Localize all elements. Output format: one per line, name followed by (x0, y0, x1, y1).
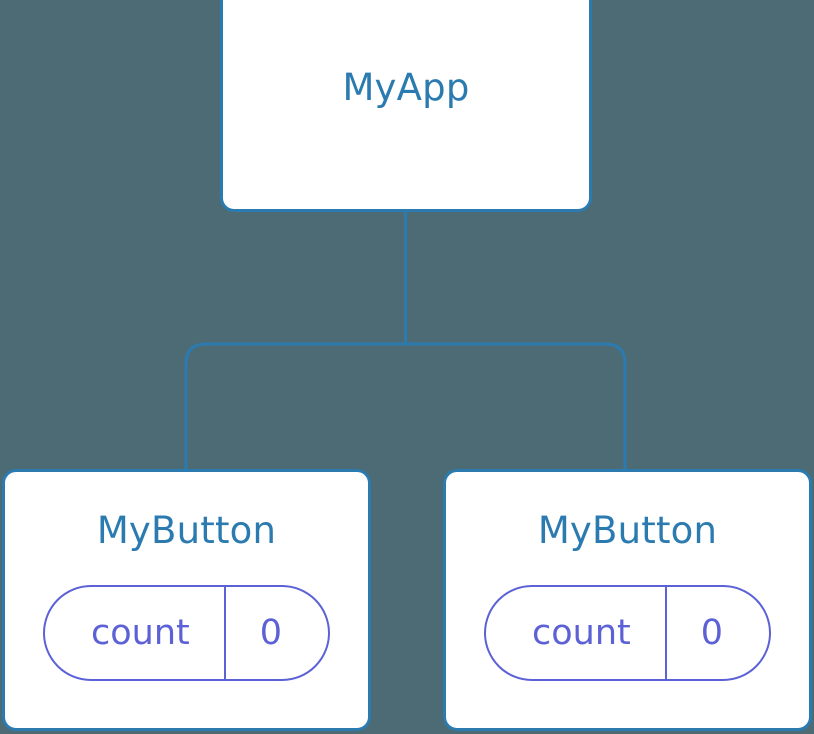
component-node-title: MyButton (537, 509, 718, 552)
state-pill[interactable]: count 0 (42, 585, 331, 681)
state-pill-divider (664, 587, 667, 679)
state-pill[interactable]: count 0 (483, 585, 772, 681)
state-key: count (90, 612, 190, 653)
component-node-title: MyApp (342, 65, 470, 109)
state-value: 0 (700, 612, 724, 653)
component-node-mybutton-1[interactable]: MyButton count 0 (2, 469, 371, 731)
state-value: 0 (259, 612, 283, 653)
component-node-title: MyButton (96, 509, 277, 552)
state-key: count (531, 612, 631, 653)
component-node-myapp[interactable]: MyApp (220, 0, 592, 212)
component-node-mybutton-2[interactable]: MyButton count 0 (443, 469, 812, 731)
state-pill-divider (223, 587, 226, 679)
edge-root-to-child-1 (184, 342, 406, 470)
edge-root-to-child-2 (405, 342, 627, 470)
